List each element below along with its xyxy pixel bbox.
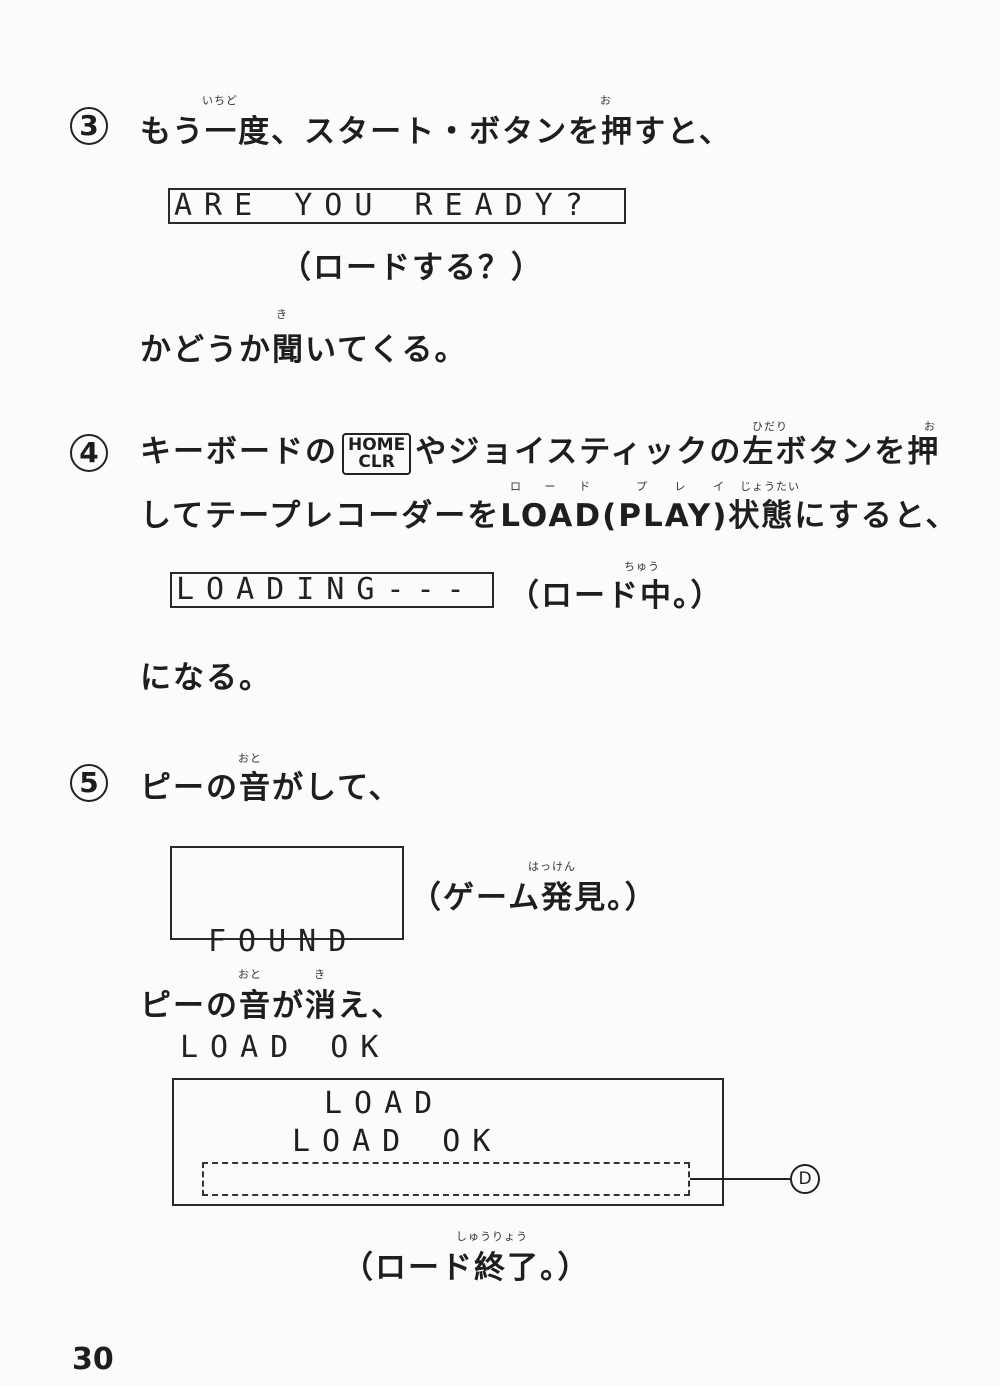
ruby-ichido: いちど bbox=[202, 94, 238, 107]
ruby-o-2: お bbox=[924, 420, 936, 433]
step5-caption: （ロード終了。） bbox=[342, 1250, 591, 1286]
step3-translation: （ロードする？） bbox=[280, 250, 544, 286]
screen-line1: LOAD bbox=[324, 1086, 445, 1121]
lcd-are-you-ready: ARE YOU READY? bbox=[168, 188, 626, 224]
ruby-ki: き bbox=[276, 308, 288, 321]
ruby-shuuryou: しゅうりょう bbox=[456, 1230, 528, 1243]
ruby-play: プ レ イ bbox=[636, 480, 725, 493]
step-number-3: 3 bbox=[70, 107, 108, 145]
lcd-found-line2: LOAD OK bbox=[180, 1030, 391, 1065]
lcd-loading: LOADING--- bbox=[170, 572, 494, 608]
step3-follow: かどうか聞いてくる。 bbox=[140, 332, 468, 368]
ruby-oto: おと bbox=[238, 752, 262, 765]
key-home-label: HOME bbox=[348, 434, 406, 455]
step5-translation: （ゲーム発見。） bbox=[410, 880, 658, 916]
lcd-found-line1: FOUND bbox=[208, 924, 359, 959]
step3-text: もう一度、スタート・ボタンを押すと、 bbox=[140, 114, 732, 150]
step5-follow: ピーの音が消え、 bbox=[140, 988, 404, 1024]
step4-follow: になる。 bbox=[140, 660, 272, 696]
step4-line2: してテープレコーダーをLOAD(PLAY)状態にすると、 bbox=[140, 498, 959, 534]
ruby-hakken: はっけん bbox=[528, 860, 576, 873]
step4-text-b: やジョイスティックの左ボタンを押 bbox=[415, 434, 941, 470]
marker-d: D bbox=[790, 1164, 820, 1194]
ruby-chuu: ちゅう bbox=[624, 560, 660, 573]
page-number: 30 bbox=[72, 1342, 114, 1377]
leader-line bbox=[690, 1178, 790, 1180]
ruby-oto-2: おと bbox=[238, 968, 262, 981]
step5-text: ピーの音がして、 bbox=[140, 770, 402, 806]
ruby-ki-2: き bbox=[314, 968, 326, 981]
ruby-o: お bbox=[600, 94, 612, 107]
screen-load-ok: LOAD LOAD OK bbox=[172, 1078, 724, 1206]
ruby-joutai: じょうたい bbox=[740, 480, 800, 493]
step4-translation: （ロード中。） bbox=[508, 578, 724, 614]
key-clr-label: CLR bbox=[358, 451, 395, 472]
screen-line2: LOAD OK bbox=[292, 1124, 503, 1159]
step-number-5: 5 bbox=[70, 764, 108, 802]
dashed-field bbox=[202, 1162, 690, 1196]
step-number-4: 4 bbox=[70, 434, 108, 472]
ruby-hidari: ひだり bbox=[752, 420, 788, 433]
lcd-found-load-ok: FOUND LOAD OK bbox=[170, 846, 404, 1065]
step4-text-a: キーボードの bbox=[140, 434, 338, 470]
ruby-load: ロ ー ド bbox=[510, 480, 591, 493]
